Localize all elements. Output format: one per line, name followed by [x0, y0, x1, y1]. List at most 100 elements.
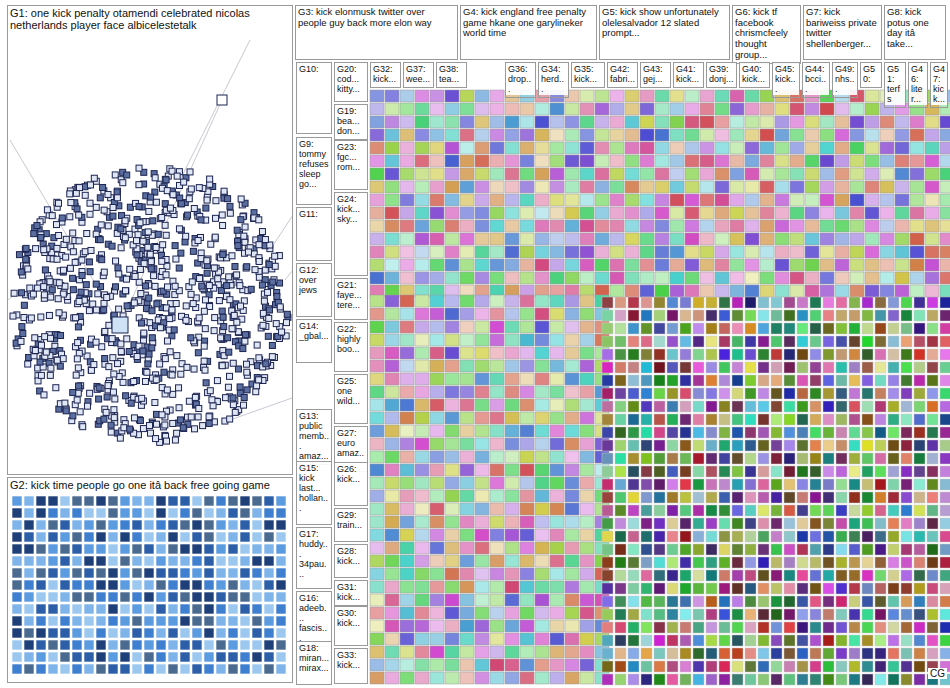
group-cell: [535, 129, 549, 141]
group-cell: [730, 285, 744, 297]
profile-tile: [180, 580, 190, 590]
profile-tile: [132, 532, 142, 542]
network-vertex: [256, 258, 262, 264]
profile-tile: [96, 556, 106, 566]
group-cell: [445, 155, 459, 167]
group-cell: [910, 285, 924, 297]
profile-tile: [252, 544, 262, 554]
network-vertex: [241, 233, 247, 239]
group-cell: [640, 285, 654, 297]
group-cell: [400, 168, 414, 180]
group-cell: [445, 194, 459, 206]
profile-tile: [36, 520, 46, 530]
network-vertex: [34, 223, 40, 229]
profile-tile: [144, 556, 154, 566]
group-cell: [460, 259, 474, 271]
profile-tile: [228, 604, 238, 614]
profile-tile: [84, 556, 94, 566]
network-vertex: [198, 256, 204, 262]
group-cell: [505, 272, 519, 284]
network-vertex: [70, 287, 76, 293]
profile-tile: [240, 532, 250, 542]
profile-tile: [108, 592, 118, 602]
network-vertex: [143, 283, 149, 289]
network-vertex: [74, 397, 80, 403]
group-cell: [550, 207, 564, 219]
network-vertex: [283, 320, 289, 326]
group-cell: [700, 259, 714, 271]
network-vertex: [76, 238, 82, 244]
network-vertex: [195, 414, 201, 420]
network-vertex: [57, 363, 63, 369]
network-vertex: [223, 395, 229, 401]
profile-tile: [24, 568, 34, 578]
profile-tile: [36, 604, 46, 614]
profile-tile: [48, 556, 58, 566]
network-vertex: [176, 226, 182, 232]
group-cell: [805, 233, 819, 245]
network-vertex: [11, 290, 17, 296]
group-cell: [400, 116, 414, 128]
group-cell: [745, 194, 759, 206]
profile-tile: [36, 568, 46, 578]
network-vertex: [227, 210, 233, 216]
group-cell: [415, 103, 429, 115]
group-cell: [475, 295, 489, 307]
profile-tile: [12, 664, 22, 674]
network-vertex: [234, 272, 240, 278]
group-cell: [805, 168, 819, 180]
network-vertex: [220, 252, 226, 258]
group-cell: [790, 194, 804, 206]
profile-tile: [132, 628, 142, 638]
group-cell: [415, 116, 429, 128]
network-vertex: [48, 335, 54, 341]
network-vertex: [28, 315, 34, 321]
group-cell: [520, 129, 534, 141]
group-cell: [400, 321, 414, 333]
network-vertex: [173, 256, 179, 262]
profile-tile: [72, 664, 82, 674]
group-cell: [415, 142, 429, 154]
network-vertex: [110, 389, 116, 395]
group-cell: [895, 142, 909, 154]
group-cell: [625, 155, 639, 167]
network-vertex: [27, 285, 33, 291]
network-vertex: [70, 275, 76, 281]
network-vertex: [136, 182, 142, 188]
profile-tile: [84, 532, 94, 542]
profile-tile: [264, 520, 274, 530]
group-cell: [655, 181, 669, 193]
group-cell: [535, 233, 549, 245]
group-cell: [400, 142, 414, 154]
profile-tile: [132, 640, 142, 650]
network-vertex: [137, 266, 143, 272]
profile-tile: [204, 544, 214, 554]
network-vertex: [146, 295, 152, 301]
network-vertex: [188, 291, 194, 297]
profile-tile: [180, 520, 190, 530]
network-vertex: [67, 214, 73, 220]
network-vertex: [216, 298, 222, 304]
network-vertex: [110, 204, 116, 210]
network-vertex: [118, 341, 124, 347]
network-vertex: [196, 406, 202, 412]
network-vertex: [227, 203, 233, 209]
group-cell: [460, 129, 474, 141]
network-vertex: [145, 244, 151, 250]
profile-tile: [12, 592, 22, 602]
hub-vertex: [112, 317, 128, 333]
network-vertex: [121, 425, 127, 431]
group-cell: [535, 155, 549, 167]
network-vertex: [225, 335, 231, 341]
network-vertex: [167, 316, 173, 322]
profile-tile: [24, 496, 34, 506]
network-vertex: [172, 243, 178, 249]
network-vertex: [177, 195, 183, 201]
group-cell: [805, 272, 819, 284]
network-vertex: [134, 252, 140, 258]
profile-tile: [168, 604, 178, 614]
profile-tile: [228, 628, 238, 638]
network-vertex: [208, 241, 214, 247]
network-vertex: [199, 283, 205, 289]
network-vertex: [182, 239, 188, 245]
